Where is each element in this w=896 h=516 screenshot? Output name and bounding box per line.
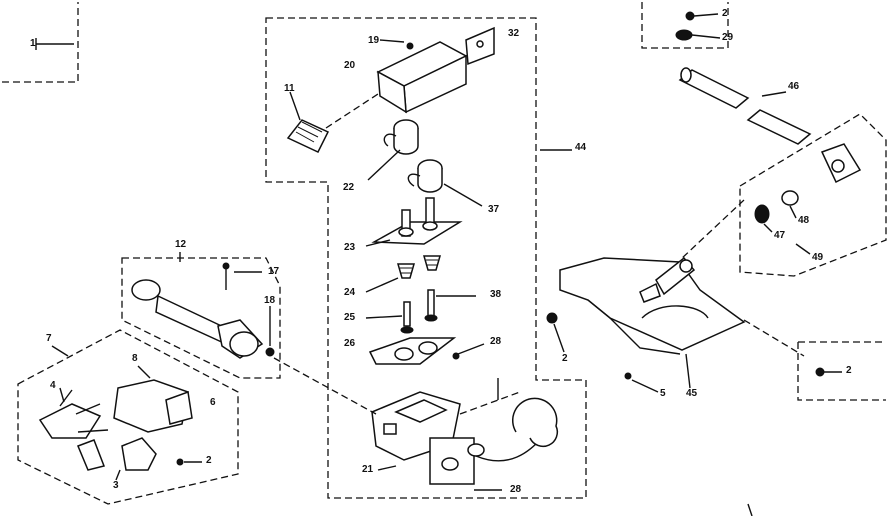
fastener-box-right (797, 341, 886, 401)
label-part-44: 44 (575, 142, 587, 153)
label-part-8: 8 (132, 353, 138, 364)
part-22-magnet (367, 119, 419, 181)
edge-mark (747, 503, 753, 516)
label-part-20: 20 (344, 60, 356, 71)
part-24-springs (365, 255, 441, 293)
label-part-17: 17 (268, 266, 280, 277)
label-part-11: 11 (284, 83, 295, 94)
label-part-24: 24 (344, 287, 356, 298)
label-part-37: 37 (488, 204, 500, 215)
part-37-magnet (407, 159, 483, 207)
label-part-6: 6 (210, 397, 216, 408)
label-part-3: 3 (113, 480, 119, 491)
part-25-screws (365, 289, 476, 334)
label-part-18: 18 (264, 295, 276, 306)
label-part-7: 7 (46, 333, 52, 344)
mounting-bracket-45 (546, 256, 805, 393)
label-part-23: 23 (344, 242, 356, 253)
label-part-47: 47 (774, 230, 786, 241)
valve-body (371, 378, 559, 491)
part-23-plate (365, 197, 463, 247)
label-part-1: 1 (30, 38, 36, 49)
label-part-28: 28 (490, 336, 502, 347)
label-part-28-bottom: 28 (510, 484, 522, 495)
igniter-box-7 (17, 329, 239, 505)
part-1-box (2, 2, 79, 83)
label-part-21: 21 (362, 464, 374, 475)
label-part-2-right: 2 (846, 365, 852, 376)
label-part-2-bracket: 2 (562, 353, 568, 364)
label-part-38: 38 (490, 289, 502, 300)
label-part-2-top: 2 (722, 8, 728, 19)
thermocouple-box-12 (121, 252, 377, 415)
label-part-29: 29 (722, 32, 734, 43)
label-part-32: 32 (508, 28, 520, 39)
label-part-5: 5 (660, 388, 666, 399)
label-part-4: 4 (50, 380, 56, 391)
label-part-26: 26 (344, 338, 356, 349)
label-part-45: 45 (686, 388, 698, 399)
label-part-22: 22 (343, 182, 355, 193)
label-part-19: 19 (368, 35, 380, 46)
label-part-46: 46 (788, 81, 800, 92)
label-part-49: 49 (812, 252, 824, 263)
bracket-20 (376, 26, 495, 114)
burner-assembly-outline (265, 17, 587, 499)
label-part-2-left: 2 (206, 455, 212, 466)
part-26-gasket (368, 337, 485, 365)
label-part-25: 25 (344, 312, 356, 323)
fastener-box-top (641, 2, 729, 49)
pipe-46 (678, 67, 812, 145)
label-part-48: 48 (798, 215, 810, 226)
part-11-clip (286, 91, 379, 153)
fitting-box-49 (679, 113, 887, 277)
label-part-12: 12 (175, 239, 187, 250)
